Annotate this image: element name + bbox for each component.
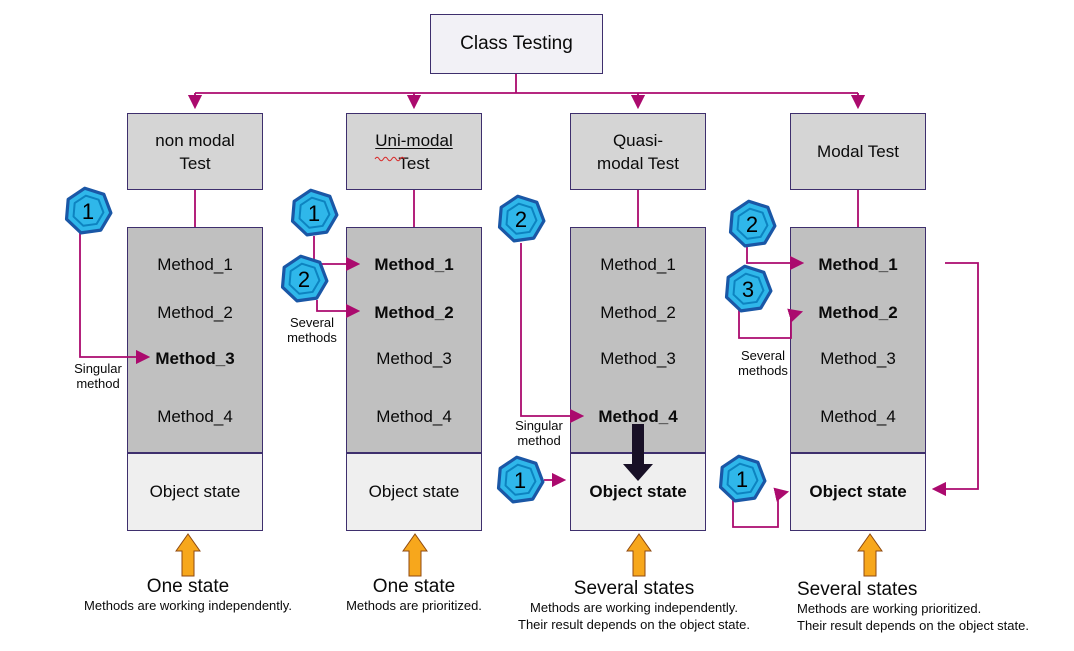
badge-number: 1 — [736, 467, 748, 492]
badge-2-quasi-modal: 2 — [497, 194, 546, 243]
badge-number: 1 — [82, 199, 94, 224]
header-line: Uni-modal — [375, 130, 453, 150]
method-label: Method_2 — [157, 303, 233, 322]
note-line: methods — [738, 363, 788, 378]
methods-box-quasi-modal: Method_1 Method_2 Method_3 Method_4 — [570, 227, 706, 453]
header-non-modal-test: non modal Test — [127, 113, 263, 190]
state-up-arrow-modal — [857, 533, 883, 577]
object-state-box-quasi-modal: Object state — [570, 453, 706, 531]
badge-number: 1 — [308, 201, 320, 226]
method-label: Method_4 — [157, 407, 233, 426]
caption-line: Methods are working independently. — [84, 598, 292, 613]
note-line: Several — [740, 348, 786, 363]
object-state-box-uni-modal: Object state — [346, 453, 482, 531]
header-line: Test — [398, 153, 430, 173]
badge-1-uni-modal: 1 — [290, 188, 339, 237]
object-state-label: Object state — [368, 482, 460, 501]
caption-line: Methods are prioritized. — [346, 598, 482, 613]
caption-line: Their result depends on the object state… — [518, 617, 750, 632]
note-several-methods: Several methods — [276, 315, 348, 345]
heptagon-icon — [728, 199, 777, 248]
header-quasi-modal-test: Quasi- modal Test — [570, 113, 706, 190]
heptagon-icon — [64, 186, 113, 235]
method-label: Method_4 — [598, 407, 678, 426]
note-line: Singular — [74, 361, 122, 376]
method-label: Method_3 — [376, 349, 452, 368]
heptagon-icon — [496, 455, 545, 504]
badge-number: 1 — [514, 468, 526, 493]
method-label: Method_1 — [818, 255, 898, 274]
method-label: Method_4 — [820, 407, 896, 426]
methods-box-modal: Method_1 Method_2 Method_3 Method_4 — [790, 227, 926, 453]
badge-1-quasi-modal: 1 — [496, 455, 545, 504]
root-box-class-testing: Class Testing — [430, 14, 603, 74]
caption-title: Several states — [573, 578, 695, 599]
object-state-box-modal: Object state — [790, 453, 926, 531]
spellcheck-squiggle — [374, 156, 405, 162]
note-several-methods: Several methods — [731, 348, 795, 378]
method-label: Method_4 — [376, 407, 452, 426]
header-modal-test: Modal Test — [790, 113, 926, 190]
badge-2-modal: 2 — [728, 199, 777, 248]
note-line: method — [76, 376, 120, 391]
state-up-arrow-uni-modal — [402, 533, 428, 577]
caption-title: One state — [372, 576, 456, 597]
state-up-arrow-quasi-modal — [626, 533, 652, 577]
header-line: modal Test — [597, 153, 679, 173]
method-label: Method_1 — [374, 255, 454, 274]
badge-number: 3 — [742, 277, 754, 302]
method-label: Method_1 — [600, 255, 676, 274]
badge-1-modal: 1 — [718, 454, 767, 503]
caption-quasi-modal: Several states Methods are working indep… — [502, 578, 766, 633]
caption-line: Methods are working prioritized. — [797, 601, 982, 616]
badge-2-uni-modal: 2 — [280, 254, 329, 303]
method-label: Method_1 — [157, 255, 233, 274]
method-label: Method_3 — [820, 349, 896, 368]
note-line: Singular — [515, 418, 563, 433]
root-title: Class Testing — [460, 33, 573, 54]
method-label: Method_2 — [818, 303, 898, 322]
object-state-label: Object state — [149, 482, 241, 501]
header-line: Modal Test — [817, 142, 899, 161]
caption-line: Their result depends on the object state… — [797, 618, 1029, 633]
heptagon-icon — [290, 188, 339, 237]
note-singular-method: Singular method — [506, 418, 572, 448]
badge-number: 2 — [515, 207, 527, 232]
header-line: Test — [179, 153, 211, 173]
heptagon-icon — [280, 254, 329, 303]
note-line: Several — [289, 315, 335, 330]
caption-non-modal: One state Methods are working independen… — [75, 576, 301, 614]
note-line: method — [517, 433, 561, 448]
badge-1-non-modal: 1 — [64, 186, 113, 235]
badge-number: 2 — [746, 212, 758, 237]
caption-modal: Several states Methods are working prior… — [797, 579, 1057, 634]
object-state-box-non-modal: Object state — [127, 453, 263, 531]
object-state-label: Object state — [809, 482, 907, 501]
caption-line: Methods are working independently. — [530, 600, 738, 615]
caption-title: Several states — [797, 579, 918, 600]
header-line: non modal — [155, 130, 235, 150]
loop-method1-to-object-state — [931, 262, 979, 497]
method-label: Method_3 — [155, 349, 235, 368]
caption-title: One state — [146, 576, 230, 597]
heptagon-icon — [497, 194, 546, 243]
header-uni-modal-test: Uni-modal Test — [346, 113, 482, 190]
method-label: Method_2 — [600, 303, 676, 322]
methods-box-uni-modal: Method_1 Method_2 Method_3 Method_4 — [346, 227, 482, 453]
methods-box-non-modal: Method_1 Method_2 Method_3 Method_4 — [127, 227, 263, 453]
object-state-label: Object state — [589, 482, 687, 501]
badge-3-modal: 3 — [724, 264, 773, 313]
note-singular-method: Singular method — [58, 361, 138, 391]
method-label: Method_2 — [374, 303, 454, 322]
caption-uni-modal: One state Methods are prioritized. — [344, 576, 484, 614]
note-line: methods — [287, 330, 337, 345]
method-label: Method_3 — [600, 349, 676, 368]
badge-number: 2 — [298, 267, 310, 292]
header-line: Quasi- — [612, 130, 664, 150]
state-up-arrow-non-modal — [175, 533, 201, 577]
